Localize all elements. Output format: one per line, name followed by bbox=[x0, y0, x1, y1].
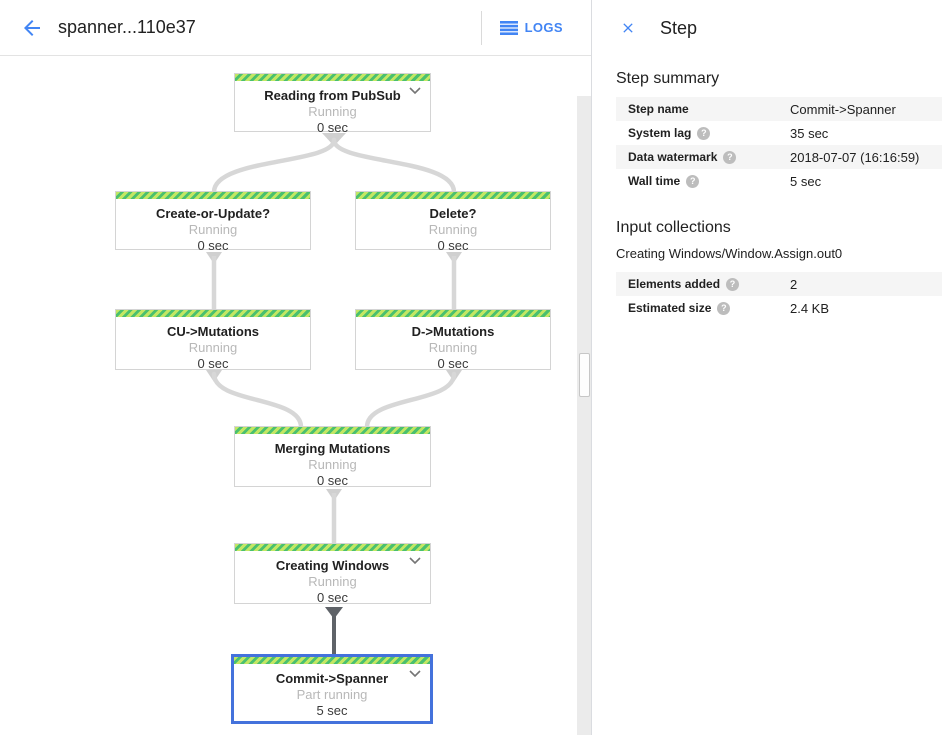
step-summary-heading: Step summary bbox=[616, 70, 720, 87]
row-label: Step name bbox=[628, 102, 790, 116]
row-value: 2018-07-07 (16:16:59) bbox=[790, 149, 920, 165]
help-icon[interactable] bbox=[723, 150, 737, 164]
table-row-data-watermark: Data watermark 2018-07-07 (16:16:59) bbox=[616, 145, 942, 169]
graph-node-cu-mutations[interactable]: CU->Mutations Running 0 sec bbox=[115, 309, 311, 371]
chevron-down-icon[interactable] bbox=[409, 557, 421, 565]
row-value: Commit->Spanner bbox=[790, 101, 896, 117]
row-label-text: Data watermark bbox=[628, 150, 718, 164]
graph-node-create-or-update[interactable]: Create-or-Update? Running 0 sec bbox=[115, 191, 311, 253]
running-stripe bbox=[234, 657, 430, 664]
node-status: Running bbox=[308, 574, 357, 589]
node-time: 0 sec bbox=[197, 238, 229, 253]
graph-node-d-mutations[interactable]: D->Mutations Running 0 sec bbox=[355, 309, 551, 371]
logs-button[interactable]: LOGS bbox=[480, 10, 591, 45]
pipeline-graph: Reading from PubSub Running 0 sec Create… bbox=[0, 56, 591, 735]
graph-node-reading-from-pubsub[interactable]: Reading from PubSub Running 0 sec bbox=[234, 73, 431, 135]
row-label: Data watermark bbox=[628, 150, 790, 164]
row-value: 2 bbox=[790, 276, 798, 292]
table-row-wall-time: Wall time 5 sec bbox=[616, 169, 942, 193]
node-time: 0 sec bbox=[316, 473, 349, 488]
row-value: 5 sec bbox=[790, 173, 822, 189]
row-label-text: Estimated size bbox=[628, 301, 712, 315]
node-status: Running bbox=[188, 222, 238, 237]
graph-node-creating-windows[interactable]: Creating Windows Running 0 sec bbox=[234, 543, 431, 605]
running-stripe bbox=[235, 74, 430, 81]
row-label-text: Wall time bbox=[628, 174, 681, 188]
input-collection-name: Creating Windows/Window.Assign.out0 bbox=[616, 246, 843, 261]
node-status: Part running bbox=[296, 687, 368, 702]
logs-button-label: LOGS bbox=[524, 20, 563, 35]
logs-list-icon bbox=[499, 20, 518, 35]
step-summary-table: Step name Commit->Spanner System lag 35 … bbox=[616, 97, 942, 193]
table-row-elements-added: Elements added 2 bbox=[616, 272, 942, 296]
running-stripe bbox=[235, 427, 430, 434]
node-time: 0 sec bbox=[316, 120, 349, 135]
node-status: Running bbox=[428, 340, 478, 355]
job-title: spanner...110e37 bbox=[58, 17, 196, 37]
node-title: Reading from PubSub bbox=[264, 88, 401, 103]
node-title: CU->Mutations bbox=[166, 324, 260, 339]
node-title: Create-or-Update? bbox=[155, 206, 271, 221]
close-icon[interactable] bbox=[620, 20, 636, 36]
row-label-text: Step name bbox=[628, 102, 689, 116]
row-label: Wall time bbox=[628, 174, 790, 188]
node-time: 0 sec bbox=[437, 356, 469, 371]
node-title: Commit->Spanner bbox=[275, 671, 389, 686]
node-status: Running bbox=[308, 457, 357, 472]
graph-node-delete[interactable]: Delete? Running 0 sec bbox=[355, 191, 551, 253]
node-title: D->Mutations bbox=[411, 324, 495, 339]
row-label: Estimated size bbox=[628, 301, 790, 315]
graph-node-merging-mutations[interactable]: Merging Mutations Running 0 sec bbox=[234, 426, 431, 488]
help-icon[interactable] bbox=[726, 277, 740, 291]
panel-resize-handle[interactable] bbox=[579, 353, 590, 397]
input-collections-table: Elements added 2 Estimated size 2.4 KB bbox=[616, 272, 942, 320]
table-row-system-lag: System lag 35 sec bbox=[616, 121, 942, 145]
chevron-down-icon[interactable] bbox=[409, 87, 421, 95]
node-status: Running bbox=[188, 340, 238, 355]
row-value: 2.4 KB bbox=[790, 300, 830, 316]
node-title: Delete? bbox=[429, 206, 477, 221]
step-details-panel: Step Step summary Step name Commit->Span… bbox=[592, 0, 942, 735]
row-label-text: System lag bbox=[628, 126, 692, 140]
job-graph-panel: spanner...110e37 LOGS bbox=[0, 0, 591, 735]
graph-node-commit-spanner-selected[interactable]: Commit->Spanner Part running 5 sec bbox=[231, 654, 433, 724]
back-arrow-icon[interactable] bbox=[20, 16, 44, 40]
row-label-text: Elements added bbox=[628, 277, 721, 291]
step-panel-title: Step bbox=[660, 17, 698, 38]
panel-divider bbox=[591, 0, 592, 735]
row-label: Elements added bbox=[628, 277, 790, 291]
help-icon[interactable] bbox=[717, 301, 731, 315]
node-title: Merging Mutations bbox=[274, 441, 391, 456]
table-row-step-name: Step name Commit->Spanner bbox=[616, 97, 942, 121]
chevron-down-icon[interactable] bbox=[409, 670, 421, 678]
pipeline-edges bbox=[206, 133, 462, 655]
step-panel-header: Step bbox=[592, 0, 942, 56]
running-stripe bbox=[116, 192, 310, 199]
node-time: 0 sec bbox=[197, 356, 229, 371]
node-time: 0 sec bbox=[316, 590, 349, 605]
job-header: spanner...110e37 LOGS bbox=[0, 0, 591, 56]
row-value: 35 sec bbox=[790, 125, 829, 141]
help-icon[interactable] bbox=[686, 174, 700, 188]
running-stripe bbox=[356, 310, 550, 317]
node-time: 5 sec bbox=[316, 703, 348, 718]
help-icon[interactable] bbox=[697, 126, 711, 140]
table-row-estimated-size: Estimated size 2.4 KB bbox=[616, 296, 942, 320]
scrollbar-track[interactable] bbox=[577, 96, 591, 735]
node-status: Running bbox=[308, 104, 357, 119]
running-stripe bbox=[235, 544, 430, 551]
node-time: 0 sec bbox=[437, 238, 469, 253]
input-collections-heading: Input collections bbox=[616, 219, 731, 236]
node-status: Running bbox=[428, 222, 478, 237]
running-stripe bbox=[116, 310, 310, 317]
running-stripe bbox=[356, 192, 550, 199]
node-title: Creating Windows bbox=[275, 558, 390, 573]
row-label: System lag bbox=[628, 126, 790, 140]
